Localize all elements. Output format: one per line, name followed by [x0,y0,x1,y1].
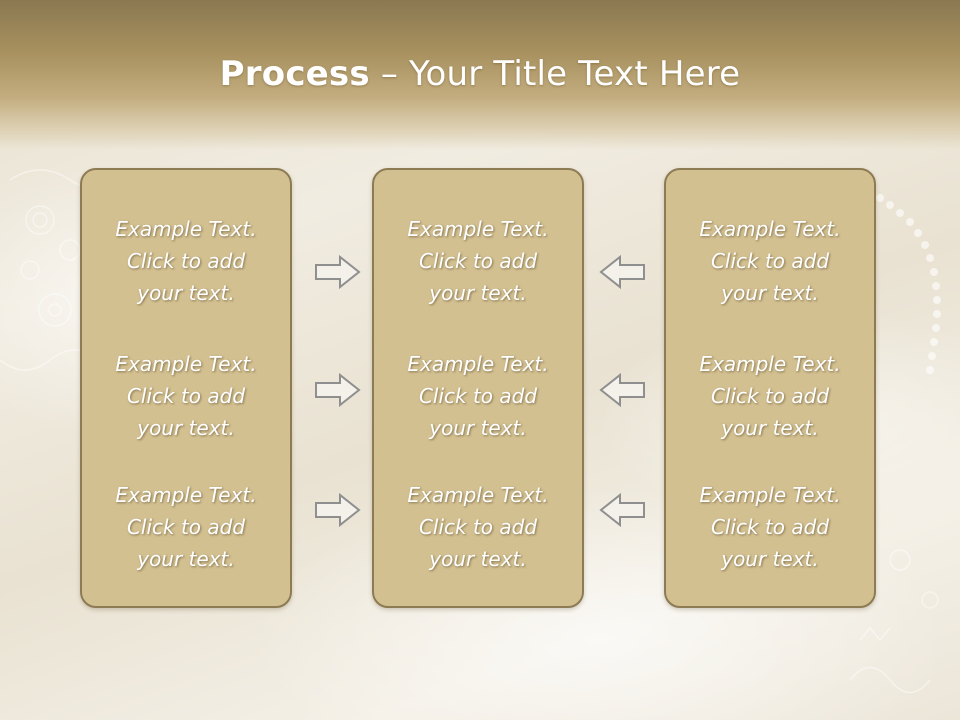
header-band [0,0,960,150]
text-placeholder[interactable]: Example Text. Click to add your text. [115,483,257,571]
text-placeholder[interactable]: Example Text. Click to add your text. [115,217,257,305]
process-box-left[interactable]: Example Text. Click to add your text. Ex… [80,168,292,608]
text-placeholder[interactable]: Example Text. Click to add your text. [699,217,841,305]
title-bold: Process [219,54,370,94]
text-placeholder[interactable]: Example Text. Click to add your text. [407,483,549,571]
text-placeholder[interactable]: Example Text. Click to add your text. [407,352,549,440]
text-placeholder[interactable]: Example Text. Click to add your text. [407,217,549,305]
title-dash: – [369,54,410,94]
arrow-left-icon [599,372,645,408]
arrow-left-icon [599,492,645,528]
arrow-right-icon [315,372,361,408]
title-rest: Your Title Text Here [409,54,741,94]
text-placeholder[interactable]: Example Text. Click to add your text. [699,483,841,571]
slide-title[interactable]: Process – Your Title Text Here [0,54,960,94]
arrow-right-icon [315,492,361,528]
arrow-right-icon [315,254,361,290]
text-placeholder[interactable]: Example Text. Click to add your text. [115,352,257,440]
process-box-middle[interactable]: Example Text. Click to add your text. Ex… [372,168,584,608]
arrow-left-icon [599,254,645,290]
process-box-right[interactable]: Example Text. Click to add your text. Ex… [664,168,876,608]
text-placeholder[interactable]: Example Text. Click to add your text. [699,352,841,440]
